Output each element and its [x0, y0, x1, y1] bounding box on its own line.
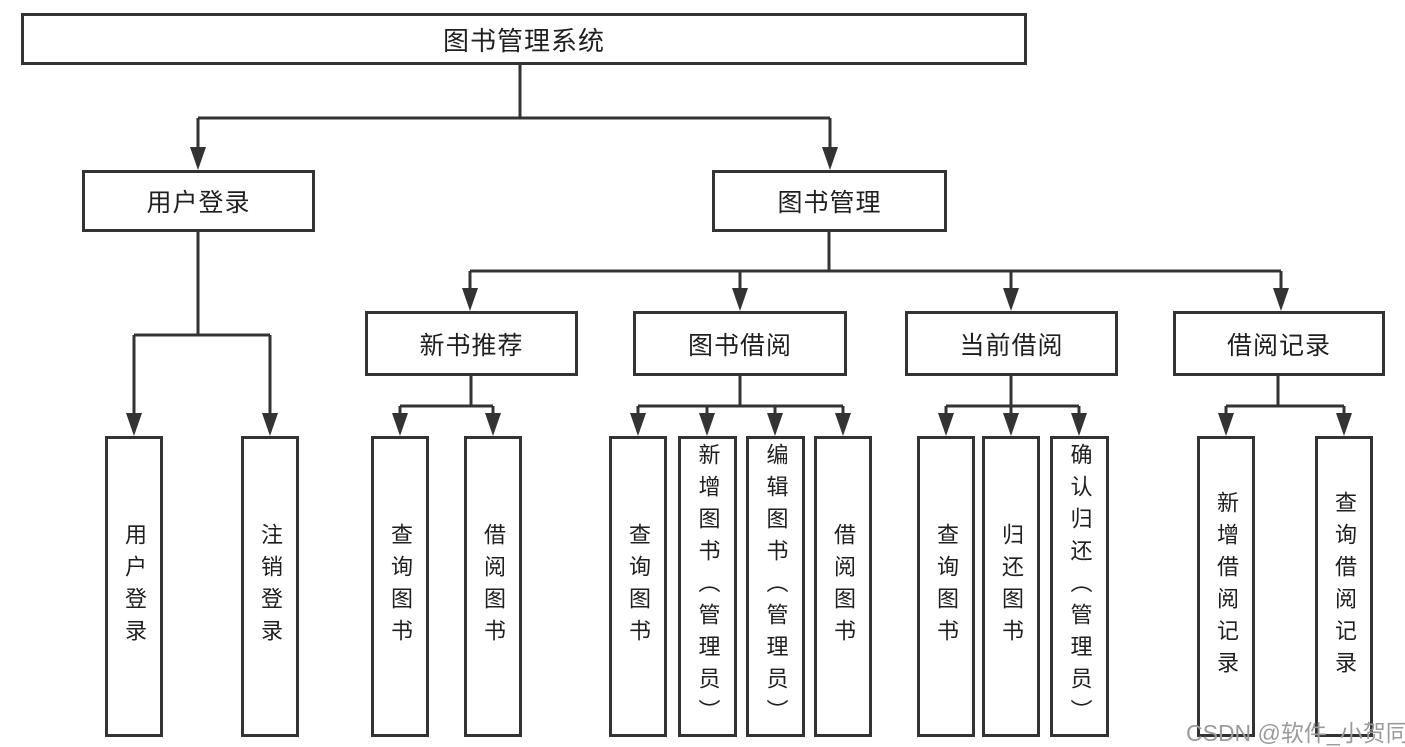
node-label: 图书借阅 [687, 331, 792, 360]
leaf-edit-books-admin: 编辑图书（管理员） [746, 436, 805, 737]
node-label: 新增图书（管理员） [695, 442, 721, 731]
leaf-query-books-borrow: 查询图书 [609, 436, 667, 737]
arrowhead [126, 413, 142, 436]
arrowhead [767, 413, 783, 436]
node-label: 归还图书 [999, 522, 1024, 651]
arrowhead [1003, 288, 1019, 311]
arrowhead [1218, 413, 1234, 436]
node-label: 查询借阅记录 [1332, 490, 1357, 683]
node-library-system: 图书管理系统 [21, 13, 1027, 65]
node-label: 注销登录 [258, 522, 283, 651]
leaf-borrow-books: 借阅图书 [814, 436, 872, 737]
leaf-add-books-admin: 新增图书（管理员） [678, 436, 737, 737]
node-label: 查询图书 [626, 522, 651, 651]
arrowhead [190, 147, 206, 170]
leaf-user-login: 用户登录 [105, 436, 163, 737]
leaf-logout: 注销登录 [241, 436, 299, 737]
node-label: 新书推荐 [419, 331, 524, 360]
arrowhead [392, 413, 408, 436]
arrowheads [126, 147, 1352, 436]
node-label: 借阅记录 [1226, 331, 1331, 360]
arrowhead [699, 413, 715, 436]
node-book-management: 图书管理 [712, 170, 947, 232]
arrowhead [1003, 413, 1019, 436]
node-new-book-recommend: 新书推荐 [365, 311, 578, 376]
node-label: 查询图书 [934, 522, 959, 651]
leaf-confirm-return-admin: 确认归还（管理员） [1050, 436, 1109, 737]
node-label: 图书管理系统 [442, 25, 605, 56]
arrowhead [1071, 413, 1087, 436]
leaf-query-books-current: 查询图书 [917, 436, 975, 737]
node-label: 借阅图书 [831, 522, 856, 651]
arrowhead [630, 413, 646, 436]
arrowhead [1336, 413, 1352, 436]
arrowhead [835, 413, 851, 436]
leaf-query-borrow-record: 查询借阅记录 [1315, 436, 1373, 737]
leaf-borrow-books-recommend: 借阅图书 [464, 436, 522, 737]
arrowhead [485, 413, 501, 436]
node-label: 查询图书 [388, 522, 413, 651]
node-user-login: 用户登录 [82, 170, 315, 232]
node-label: 新增借阅记录 [1214, 490, 1239, 683]
arrowhead [732, 288, 748, 311]
node-label: 当前借阅 [959, 331, 1064, 360]
arrowhead [822, 147, 838, 170]
arrowhead [462, 288, 478, 311]
leaf-add-borrow-record: 新增借阅记录 [1197, 436, 1255, 737]
arrowhead [262, 413, 278, 436]
node-borrow-records: 借阅记录 [1173, 311, 1385, 376]
node-label: 确认归还（管理员） [1067, 442, 1093, 731]
node-label: 编辑图书（管理员） [763, 442, 789, 731]
csdn-watermark: CSDN @软件_小贺同学 [1186, 720, 1405, 746]
node-current-borrow: 当前借阅 [905, 311, 1118, 376]
node-book-borrow: 图书借阅 [633, 311, 847, 376]
node-label: 图书管理 [777, 189, 882, 217]
leaf-return-books: 归还图书 [982, 436, 1040, 737]
leaf-query-books-recommend: 查询图书 [371, 436, 429, 737]
node-label: 借阅图书 [481, 522, 506, 651]
node-label: 用户登录 [122, 522, 147, 651]
arrowhead [938, 413, 954, 436]
arrowhead [1273, 288, 1289, 311]
node-label: 用户登录 [146, 189, 251, 217]
